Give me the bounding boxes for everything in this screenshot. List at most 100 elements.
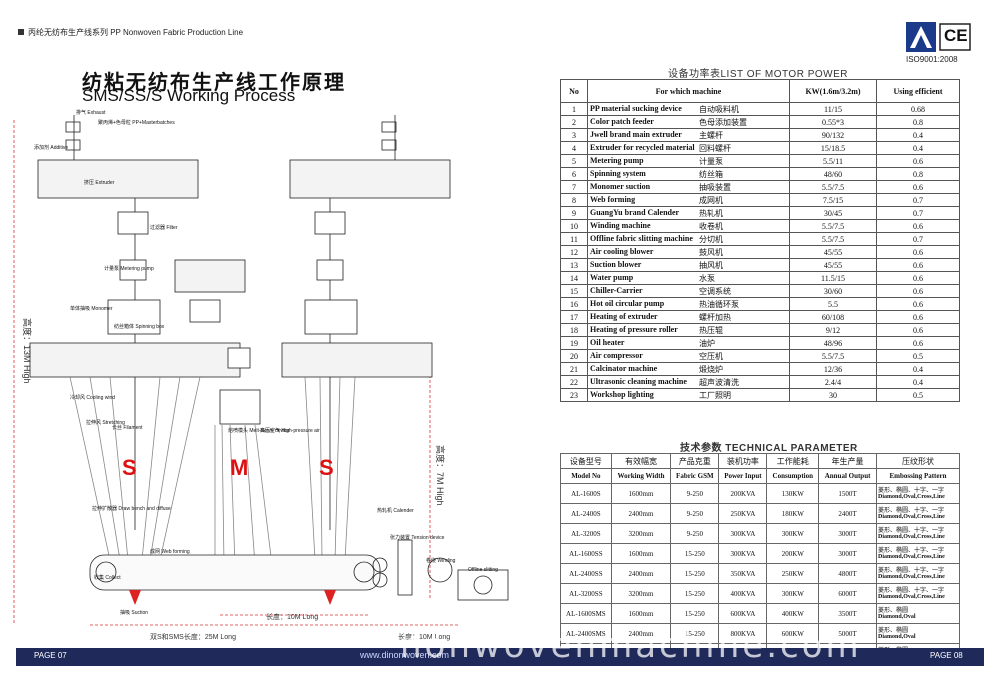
- motor-machine-cn: 纺丝箱: [699, 169, 723, 179]
- tech-model: AL-1600SS: [560, 543, 612, 564]
- label-exhaust: 排气 Exhaust: [76, 110, 106, 116]
- tech-width: 3200mm: [610, 523, 672, 544]
- label-masterbatch: 聚丙烯+色母粒 PP+Masterbatches: [98, 120, 175, 126]
- motor-no: 13: [560, 258, 588, 272]
- motor-no: 16: [560, 297, 588, 311]
- motor-efficiency: 0.4: [876, 375, 960, 389]
- page-number-right: PAGE 08: [930, 651, 963, 660]
- motor-efficiency: 0.6: [876, 154, 960, 168]
- motor-efficiency: 0.8: [876, 167, 960, 181]
- motor-efficiency: 0.5: [876, 388, 960, 402]
- motor-efficiency: 0.6: [876, 258, 960, 272]
- tech-model: AL-2400S: [560, 503, 612, 524]
- tech-pattern-cn: 菱形、椭圆、十字、一字: [878, 546, 945, 554]
- motor-efficiency: 0.6: [876, 336, 960, 350]
- ce-mark: CE: [944, 26, 968, 45]
- tech-consumption: 180KW: [766, 503, 820, 524]
- length-25m-label: 双S和SMS长度：25M Long: [150, 634, 236, 641]
- motor-machine: Suction blower 抽风机: [587, 258, 790, 272]
- label-highpressure: 高压空气 High-pressure air: [260, 428, 320, 434]
- motor-machine-en: PP material sucking device: [590, 103, 682, 113]
- tech-h-output: Annual Output: [818, 468, 878, 484]
- tech-consumption: 200KW: [766, 543, 820, 564]
- motor-kw: 60/108: [789, 310, 877, 324]
- process-diagram: [13, 115, 509, 626]
- tech-output: 3500T: [818, 603, 878, 624]
- company-logo-icon: [906, 22, 971, 52]
- watermark: nonwovenmachine.com: [400, 626, 862, 666]
- label-metering: 计量泵 Metering pump: [104, 266, 154, 272]
- motor-efficiency: 0.6: [876, 284, 960, 298]
- motor-machine-en: Calcinator machine: [590, 363, 658, 373]
- motor-kw: 5.5/7.5: [789, 219, 877, 233]
- tech-gsm: 15-250: [670, 583, 720, 604]
- motor-table-header: No For which machine KW(1.6m/3.2m) Using…: [560, 79, 960, 103]
- tech-h-gsm: Fabric GSM: [670, 468, 720, 484]
- tech-pattern-en: Diamond,Oval,Cross,Line: [878, 533, 945, 540]
- motor-no: 7: [560, 180, 588, 194]
- motor-machine-cn: 成网机: [699, 195, 723, 205]
- label-cooling: 冷却风 Cooling wind: [70, 395, 116, 401]
- motor-machine: Hot oil circular pump 热油循环泵: [587, 297, 790, 311]
- tech-power: 300KVA: [718, 543, 768, 564]
- website-url[interactable]: www.dinonwoven.com: [360, 650, 450, 660]
- motor-col-machine: For which machine: [587, 79, 790, 103]
- tech-output: 3000T: [818, 523, 878, 544]
- motor-no: 17: [560, 310, 588, 324]
- certification-logo: CE: [906, 22, 972, 59]
- motor-machine-cn: 螺杆加热: [699, 312, 731, 322]
- motor-machine-cn: 水泵: [699, 273, 715, 283]
- length-10m-label: 长度：10M Long: [266, 614, 319, 621]
- motor-col-efficiency: Using efficient: [876, 79, 960, 103]
- tech-consumption: 250KW: [766, 563, 820, 584]
- motor-efficiency: 0.6: [876, 219, 960, 233]
- motor-kw: 48/96: [789, 336, 877, 350]
- motor-kw: 9/12: [789, 323, 877, 337]
- motor-no: 6: [560, 167, 588, 181]
- tech-power: 200KVA: [718, 483, 768, 504]
- motor-kw: 30: [789, 388, 877, 402]
- tech-power: 350KVA: [718, 563, 768, 584]
- tech-pattern-en: Diamond,Oval: [878, 633, 916, 640]
- motor-machine-cn: 自动吸料机: [699, 104, 739, 114]
- tech-gsm: 9-250: [670, 483, 720, 504]
- tech-width: 2400mm: [610, 503, 672, 524]
- motor-no: 12: [560, 245, 588, 259]
- motor-kw: 45/55: [789, 258, 877, 272]
- motor-no: 2: [560, 115, 588, 129]
- tech-h-consumption: Consumption: [766, 468, 820, 484]
- motor-machine-en: Hot oil circular pump: [590, 298, 665, 308]
- motor-efficiency: 0.4: [876, 141, 960, 155]
- motor-no: 20: [560, 349, 588, 363]
- label-winding: 卷绕 Winding: [426, 558, 456, 564]
- tech-h-cn-width: 有效幅宽: [610, 453, 672, 469]
- motor-table-title: 设备功率表LIST OF MOTOR POWER: [668, 69, 848, 80]
- tech-header-en: Model No Working Width Fabric GSM Power …: [560, 468, 960, 484]
- motor-machine: Jwell brand main extruder 主螺杆: [587, 128, 790, 142]
- label-monomer: 单体抽吸 Monomer: [70, 306, 113, 312]
- tech-pattern-cn: 菱形、椭圆、十字、一字: [878, 586, 945, 594]
- label-slitting: Offline slitting: [468, 567, 498, 573]
- motor-kw: 45/55: [789, 245, 877, 259]
- motor-machine: Air cooling blower 鼓风机: [587, 245, 790, 259]
- motor-efficiency: 0.7: [876, 206, 960, 220]
